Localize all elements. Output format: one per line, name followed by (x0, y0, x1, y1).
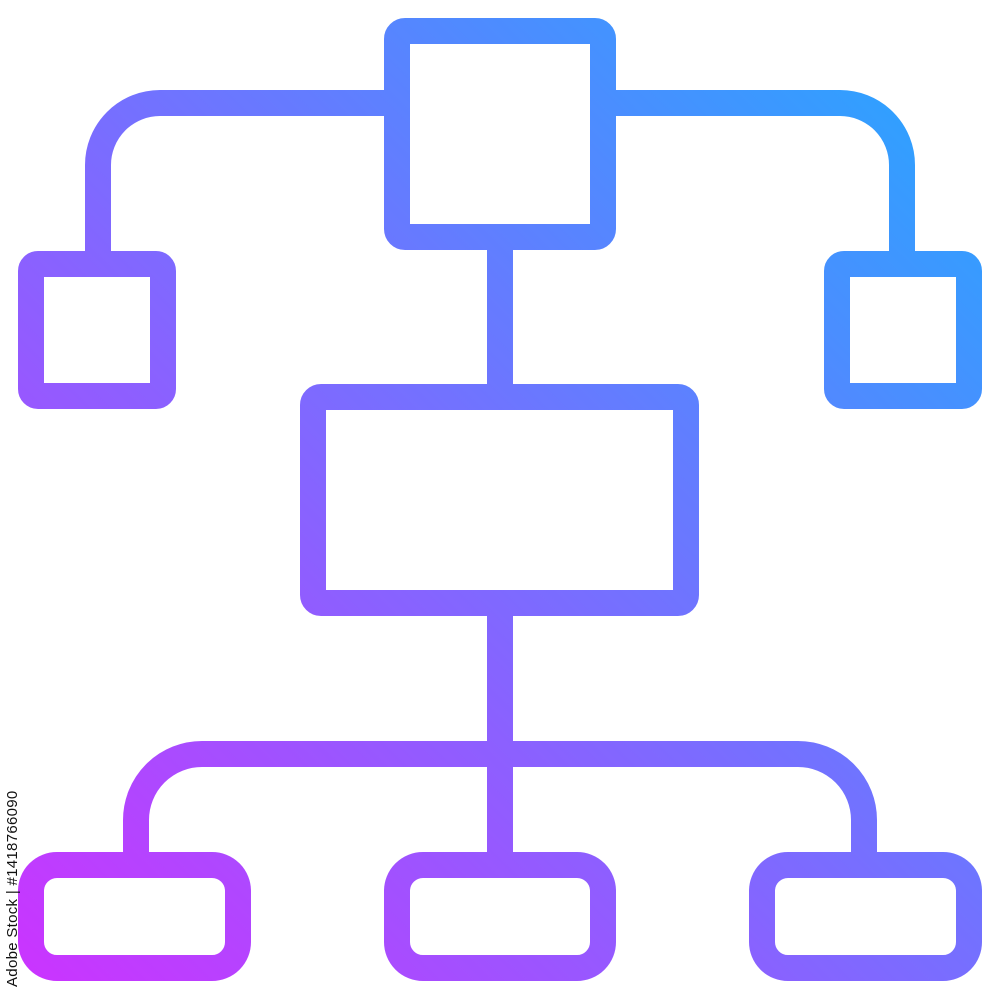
watermark-side-text: Adobe Stock | #1418766090 (4, 790, 21, 987)
connector-root-right (603, 90, 915, 264)
node-middle (300, 384, 699, 616)
node-leaf-center (384, 852, 616, 981)
node-leaf-left (18, 852, 251, 981)
node-left-branch (18, 251, 176, 409)
node-root (384, 18, 616, 250)
node-leaf-right (749, 852, 982, 981)
connector-root-left (85, 90, 397, 264)
node-right-branch (824, 251, 982, 409)
